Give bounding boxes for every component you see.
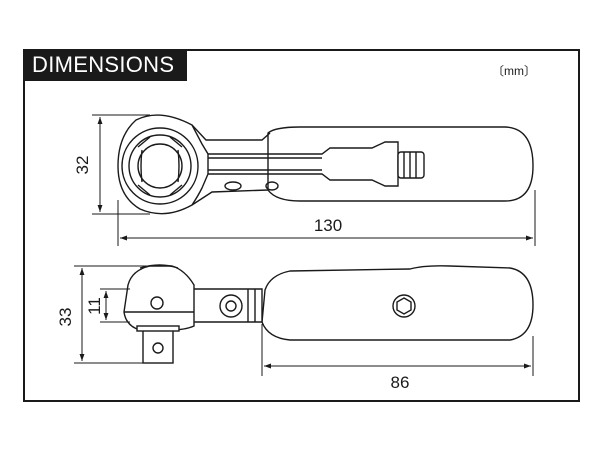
dimension-11-label: 11 xyxy=(85,297,104,315)
dimension-86-label: 86 xyxy=(391,373,410,392)
unit-label: 〔mm〕 xyxy=(492,64,536,78)
dimension-32-label: 32 xyxy=(73,156,92,175)
dimension-33-label: 33 xyxy=(56,308,75,327)
dimensions-title: DIMENSIONS xyxy=(23,49,187,81)
dimension-130 xyxy=(117,190,536,246)
dimension-86 xyxy=(261,324,534,376)
dimension-11 xyxy=(100,288,130,323)
dimension-33 xyxy=(74,265,150,364)
ratchet-top-view xyxy=(117,114,534,215)
dimension-130-label: 130 xyxy=(314,216,342,235)
dimension-32 xyxy=(92,114,150,215)
ratchet-side-view xyxy=(123,264,534,364)
drawing-frame xyxy=(23,49,580,402)
